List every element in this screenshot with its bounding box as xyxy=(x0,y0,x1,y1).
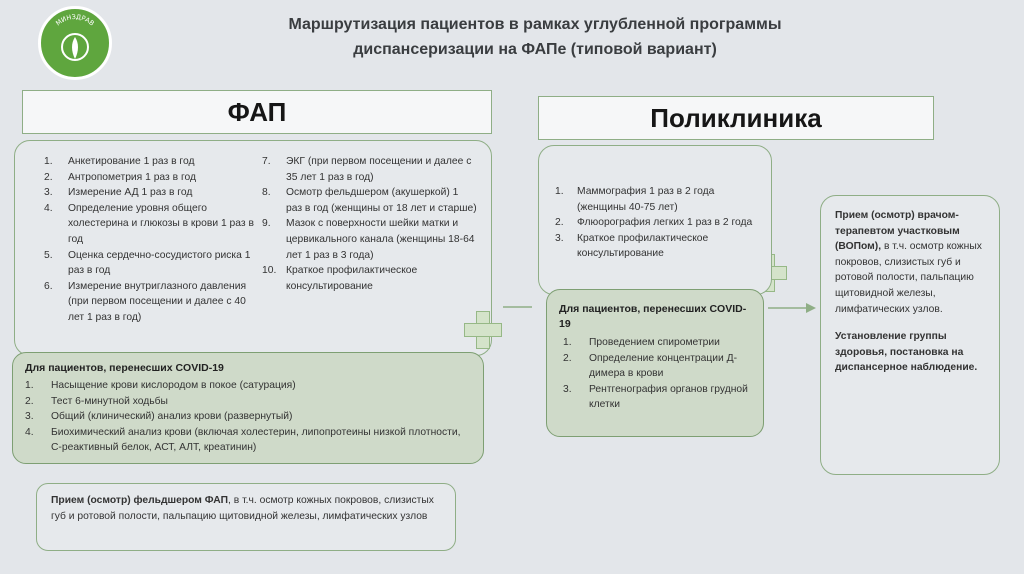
fap-covid-heading: Для пациентов, перенесших COVID-19 xyxy=(25,362,224,374)
plus-icon xyxy=(464,311,502,349)
polyclinic-covid-heading: Для пациентов, перенесших COVID-19 xyxy=(559,303,747,330)
therapist-exam-title: Прием (осмотр) врачом-терапевтом участко… xyxy=(835,210,960,253)
ministry-logo: МИНЗДРАВ xyxy=(38,6,112,80)
fap-services-box xyxy=(14,140,492,356)
arrow-head-icon xyxy=(806,303,816,313)
list-item: 3.Рентгенография органов грудной клетки xyxy=(563,383,748,411)
list-item: 1.Проведением спирометрии xyxy=(563,337,720,348)
polyclinic-header: Поликлиника xyxy=(538,96,934,140)
polyclinic-covid-box: Для пациентов, перенесших COVID-19 1.Про… xyxy=(546,289,764,437)
list-item: 1.Анкетирование 1 раз в год xyxy=(44,156,195,167)
list-item: 1.Маммография 1 раз в 2 года (женщины 40… xyxy=(555,186,715,213)
therapist-exam-box: Прием (осмотр) врачом-терапевтом участко… xyxy=(820,195,1000,475)
list-item: 8.Осмотр фельдшером (акушеркой) 1 раз в … xyxy=(262,187,477,214)
list-item: 4.Определение уровня общего холестерина … xyxy=(44,202,254,245)
list-item: 9.Мазок с поверхности шейки матки и церв… xyxy=(262,218,475,261)
logo-emblem-icon: МИНЗДРАВ xyxy=(54,13,96,61)
polyclinic-services-box: 1.Маммография 1 раз в 2 года (женщины 40… xyxy=(538,145,772,295)
list-item: 6.Измерение внутриглазного давления (при… xyxy=(44,280,247,323)
polyclinic-covid-list: 1.Проведением спирометрии 2.Определение … xyxy=(559,335,751,413)
health-group-text: Установление группы здоровья, постановка… xyxy=(835,331,978,374)
fap-exam-box: Прием (осмотр) фельдшером ФАП, в т.ч. ос… xyxy=(36,483,456,551)
page-title-line-1: Маршрутизация пациентов в рамках углубле… xyxy=(288,16,782,33)
list-item: 7.ЭКГ (при первом посещении и далее с 35… xyxy=(262,156,472,183)
therapist-exam-details: в т.ч. осмотр кожных покровов, слизистых… xyxy=(835,241,982,315)
fap-header: ФАП xyxy=(22,90,492,134)
list-item: 5.Оценка сердечно-сосудистого риска 1 ра… xyxy=(44,249,251,277)
list-item: 4.Биохимический анализ крови (включая хо… xyxy=(25,426,461,454)
list-item: 2.Тест 6-минутной ходьбы xyxy=(25,395,168,407)
list-item: 3.Общий (клинический) анализ крови (разв… xyxy=(25,411,293,423)
list-item: 2.Определение концентрации Д-димера в кр… xyxy=(563,352,738,380)
fap-services-list-1: 1.Анкетирование 1 раз в год 2.Антропомет… xyxy=(44,154,254,326)
list-item: 3.Измерение АД 1 раз в год xyxy=(44,187,193,199)
page-title-line-2: диспансеризации на ФАПе (типовой вариант… xyxy=(353,41,717,58)
list-item: 1.Насыщение крови кислородом в покое (са… xyxy=(25,380,296,391)
therapist-exam-text: Прием (осмотр) врачом-терапевтом участко… xyxy=(835,208,987,317)
list-item: 2.Флюорография легких 1 раз в 2 года xyxy=(555,217,753,229)
polyclinic-services-list: 1.Маммография 1 раз в 2 года (женщины 40… xyxy=(549,184,759,262)
fap-covid-list: 1.Насыщение крови кислородом в покое (са… xyxy=(25,378,471,456)
list-item: 2.Антропометрия 1 раз в год xyxy=(44,171,196,183)
fap-exam-title: Прием (осмотр) фельдшером ФАП xyxy=(51,495,229,506)
list-item: 10.Краткое профилактическое консультиров… xyxy=(262,265,418,292)
fap-covid-box: Для пациентов, перенесших COVID-19 1.Нас… xyxy=(12,352,484,464)
list-item: 3.Краткое профилактическое консультирова… xyxy=(555,232,709,260)
fap-services-list-2: 7.ЭКГ (при первом посещении и далее с 35… xyxy=(262,154,477,294)
page-title: Маршрутизация пациентов в рамках углубле… xyxy=(230,12,840,62)
fap-exam-text: , в т.ч. осмотр кожных покровов, слизист… xyxy=(51,495,434,522)
